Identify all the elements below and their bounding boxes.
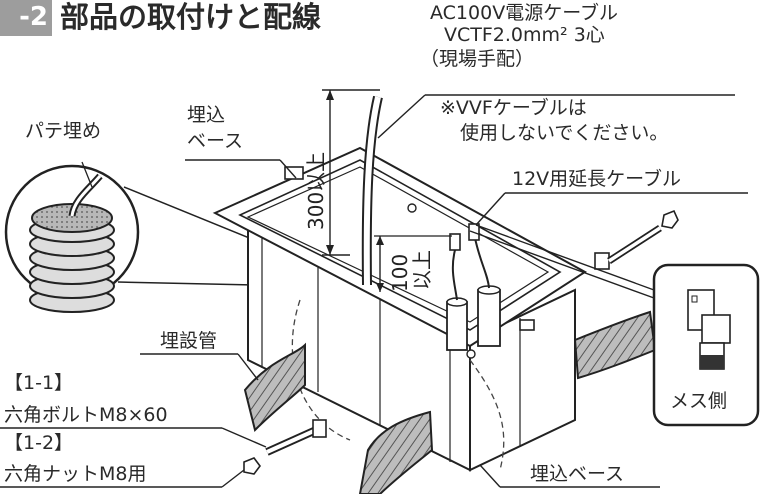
putty-detail-circle xyxy=(4,161,140,313)
cable-note-line-5: 使用しないでください。 xyxy=(460,122,669,144)
leader-lines xyxy=(0,94,748,488)
section-title: 部品の取付けと配線 xyxy=(60,0,322,34)
cable-note-line-4: ※VVFケーブルは xyxy=(440,97,587,119)
buried-conduits xyxy=(243,310,657,494)
bolt-label: 六角ボルトM8×60 xyxy=(4,404,168,426)
cable-note-line-2: VCTF2.0mm² 3心 xyxy=(444,24,605,46)
part-1-1-label: 【1-1】 xyxy=(4,372,74,394)
putty-label: パテ埋め xyxy=(25,120,102,142)
dimension-300 xyxy=(322,89,380,256)
dimension-100-label-2: 以上 xyxy=(410,250,434,290)
nut-label: 六角ナットM8用 xyxy=(4,463,147,485)
dimension-100 xyxy=(374,235,452,292)
conduit-label: 埋設管 xyxy=(160,330,218,352)
cable-note-line-3: （現場手配） xyxy=(420,48,535,70)
conduit-coil-detail xyxy=(29,173,115,313)
embedded-base-label-top-2: ベース xyxy=(187,130,244,152)
female-side-label: メス側 xyxy=(670,390,728,412)
bolt-upper-icon xyxy=(594,209,679,270)
dimension-100-label: 100 xyxy=(388,253,412,292)
bolt-lower-icon xyxy=(243,419,327,475)
terminal-posts xyxy=(446,285,501,351)
embedded-base-label-top-1: 埋込 xyxy=(187,104,226,126)
embedded-base-label-bottom: 埋込ベース xyxy=(530,463,625,485)
part-1-2-label: 【1-2】 xyxy=(4,432,74,454)
female-side-callout xyxy=(652,263,760,427)
cable-note-line-1: AC100V電源ケーブル xyxy=(430,2,619,24)
section-number: -2 xyxy=(0,0,52,36)
extension-cable-label: 12V用延長ケーブル xyxy=(512,168,682,190)
dimension-300-label: 300以上 xyxy=(304,151,328,230)
